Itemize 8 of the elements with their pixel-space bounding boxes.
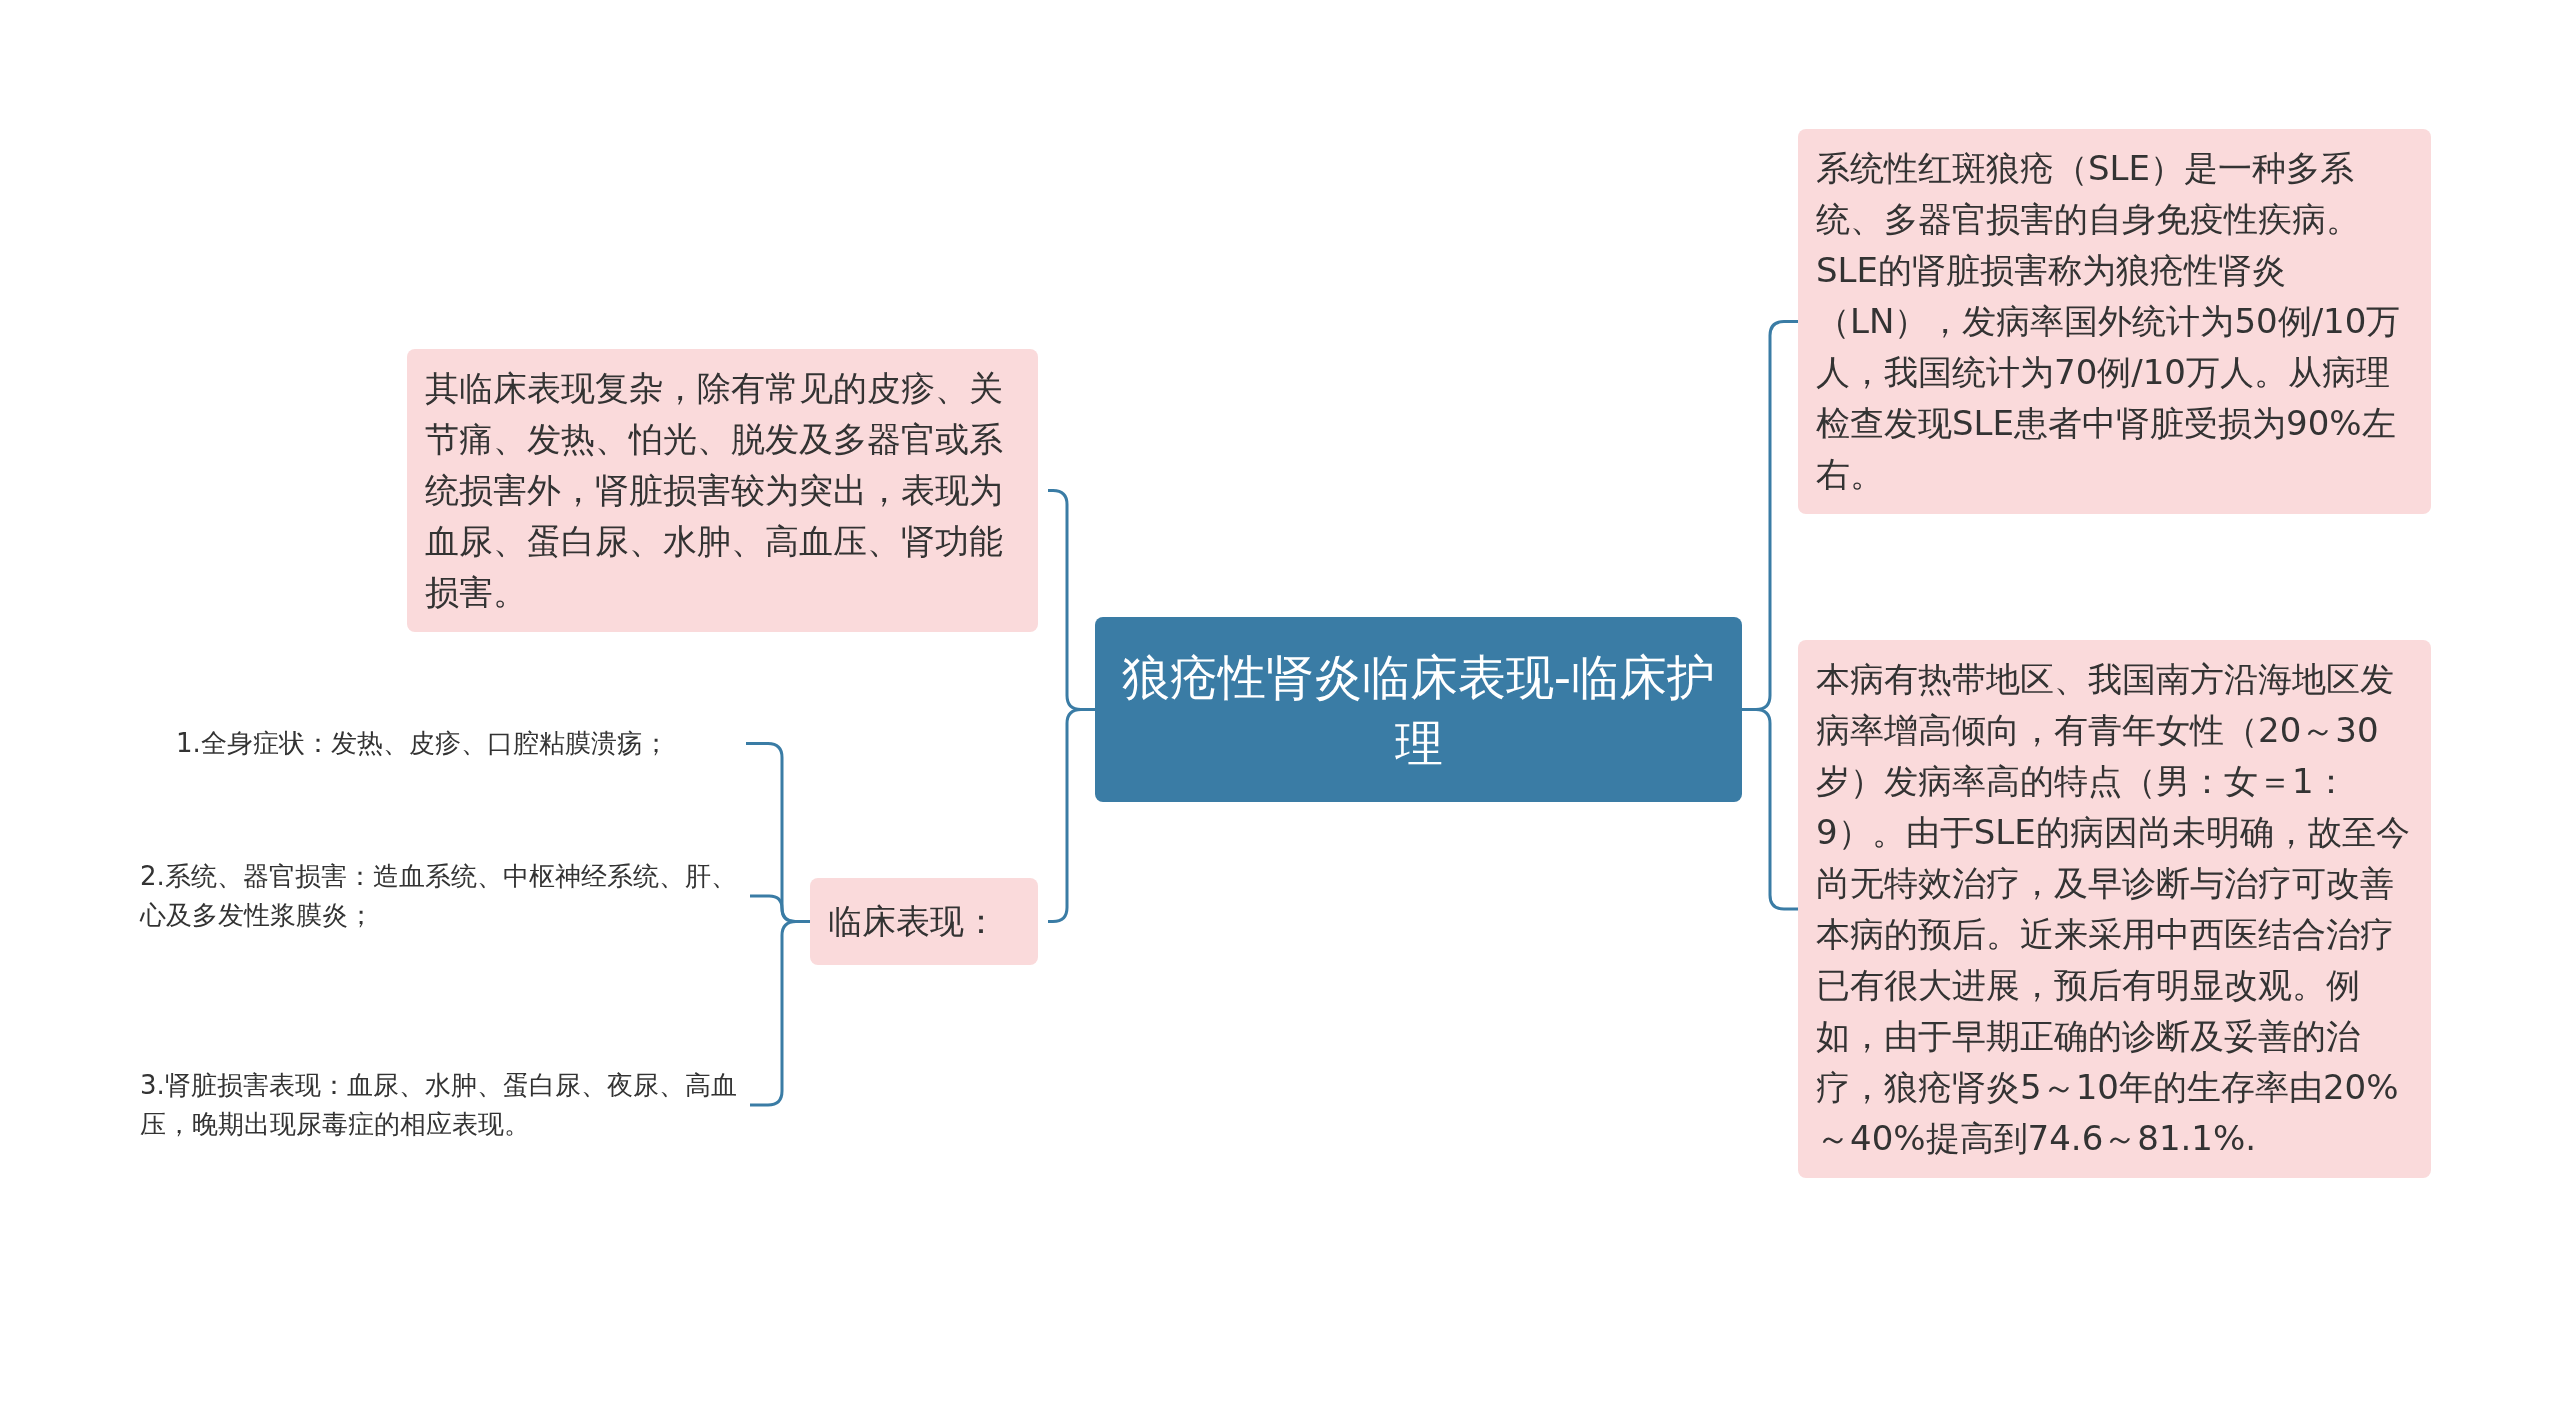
list-item-text: 2.系统、器官损害：造血系统、中枢神经系统、肝、心及多发性浆膜炎； <box>140 857 740 935</box>
topic-box: 狼疮性肾炎临床表现-临床护理 <box>1095 617 1742 802</box>
topic-box: 其临床表现复杂，除有常见的皮疹、关节痛、发热、怕光、脱发及多器官或系统损害外，肾脏损害较为突出，表现为血尿、蛋白尿、水肿、高血压、肾功能损害。 <box>407 349 1038 632</box>
list-item-text: 3.肾脏损害表现：血尿、水肿、蛋白尿、夜尿、高血压，晚期出现尿毒症的相应表现。 <box>140 1066 740 1144</box>
topic-box: 临床表现： <box>810 878 1038 965</box>
topic-box: 系统性红斑狼疮（SLE）是一种多系统、多器官损害的自身免疫性疾病。SLE的肾脏损害称为狼疮性肾炎（LN），发病率国外统计为50例/10万人，我国统计为70例/10万人。从病理检查发现SLE患者中肾脏受损为90%左右。 <box>1798 129 2431 514</box>
list-item-text: 1.全身症状：发热、皮疹、口腔粘膜溃疡； <box>176 724 736 763</box>
topic-box: 本病有热带地区、我国南方沿海地区发病率增高倾向，有青年女性（20～30岁）发病率高的特点（男：女＝1：9）。由于SLE的病因尚未明确，故至今尚无特效治疗，及早诊断与治疗可改善本病的预后。近来采用中西医结合治疗已有很大进展，预后有明显改观。例如，由于早期正确的诊断及妥善的治疗，狼疮肾炎5～10年的生存率由20%～40%提高到74.6～81.1%. <box>1798 640 2431 1178</box>
